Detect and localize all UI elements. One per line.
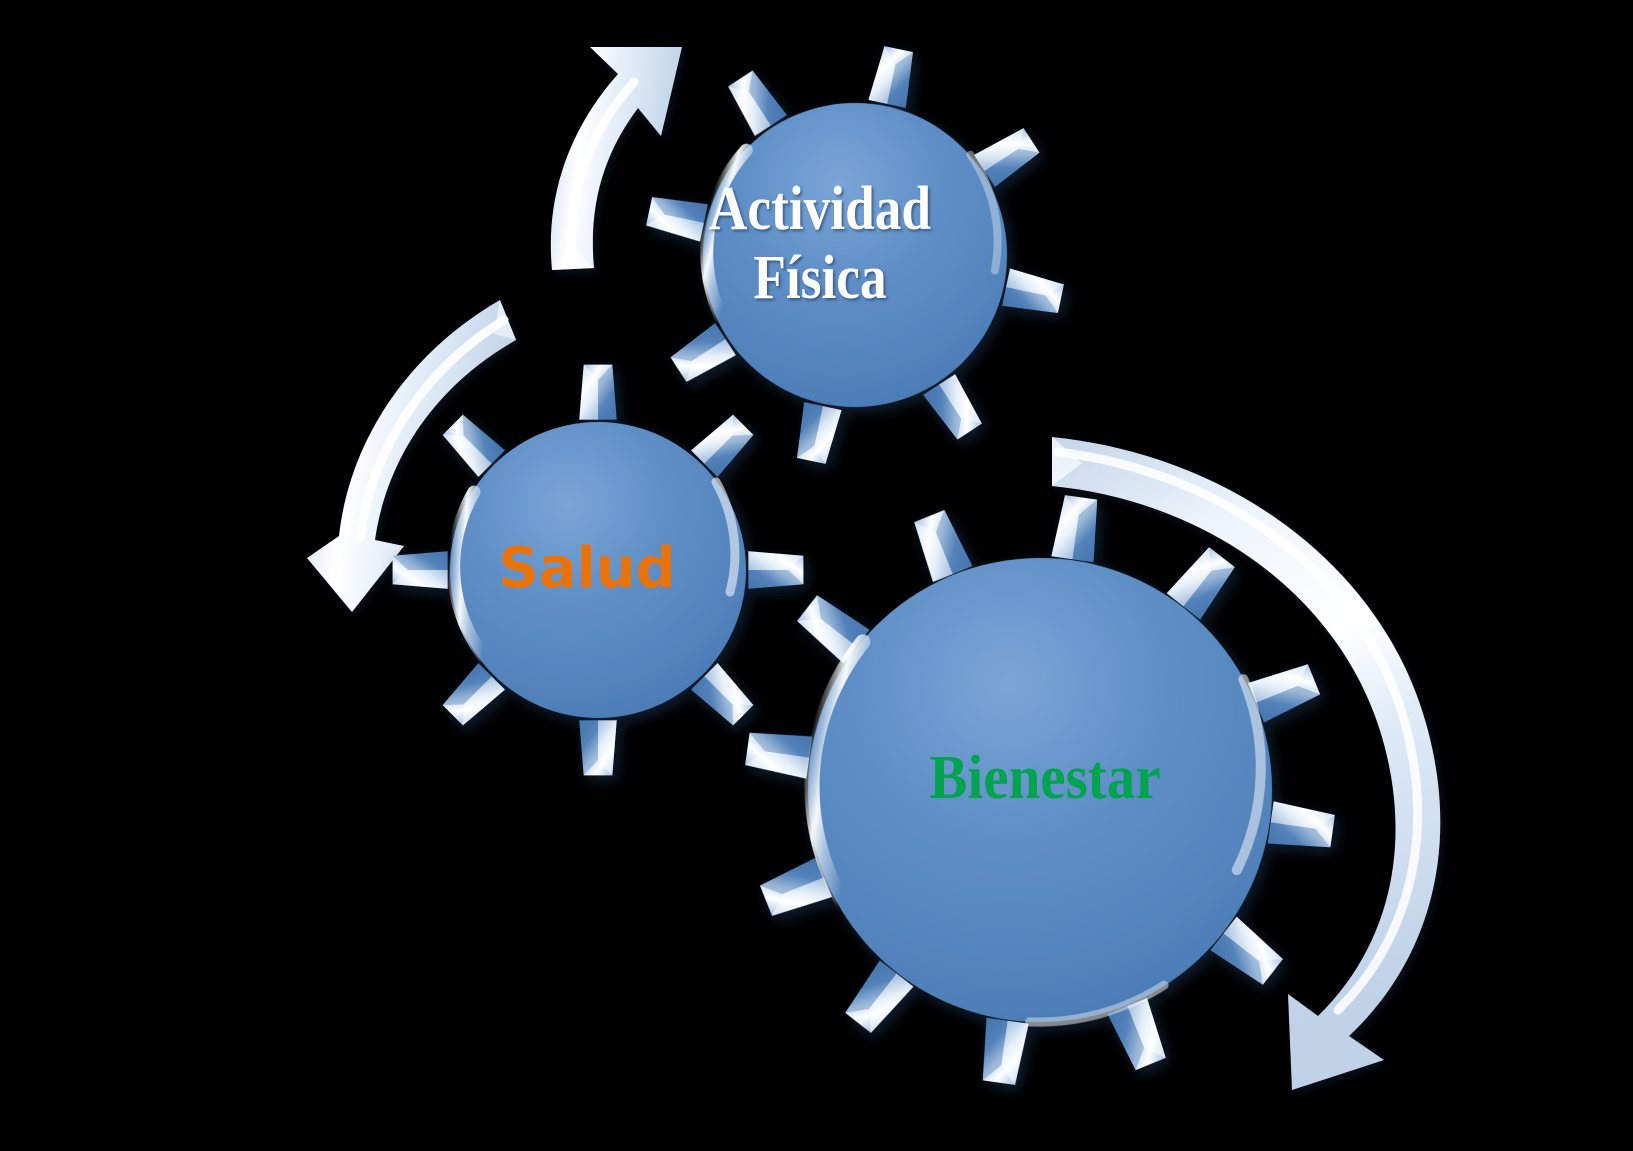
gear-salud — [392, 364, 804, 776]
gear-actividad-fisica — [645, 45, 1065, 465]
arrow-down-left — [307, 300, 516, 612]
arrow-up-left — [550, 47, 682, 270]
gear-bienestar — [744, 494, 1336, 1086]
arrow-right-large — [1052, 437, 1441, 1090]
